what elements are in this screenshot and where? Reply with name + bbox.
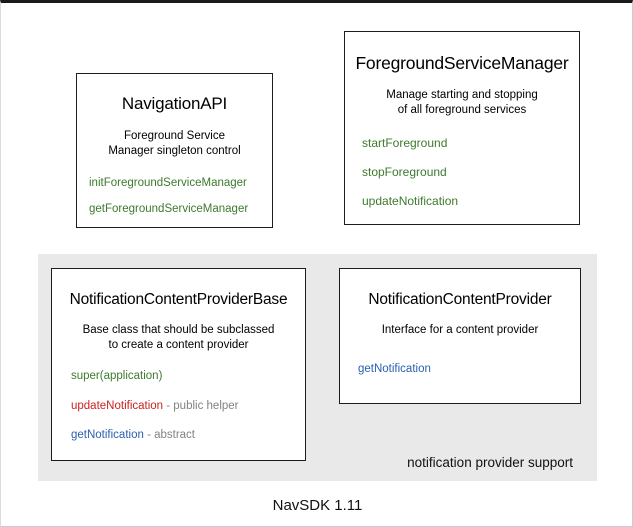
member-list: super(application) updateNotification - … — [52, 371, 305, 442]
class-description: Foreground Service Manager singleton con… — [77, 129, 272, 158]
member-name: startForeground — [362, 136, 448, 151]
member-name: initForegroundServiceManager — [89, 177, 247, 190]
class-description: Manage starting and stopping of all fore… — [345, 88, 579, 117]
class-description-line: Manager singleton control — [108, 144, 241, 157]
class-member: initForegroundServiceManager — [89, 178, 272, 190]
class-member: getForegroundServiceManager — [89, 202, 272, 216]
member-name: super(application) — [71, 370, 163, 383]
class-member: updateNotification — [362, 195, 579, 207]
class-box-foreground-service-manager[interactable]: ForegroundServiceManager Manage starting… — [344, 31, 580, 225]
class-member: startForeground — [362, 137, 579, 149]
class-title: NotificationContentProvider — [368, 291, 552, 308]
member-note: - public helper — [163, 399, 239, 412]
class-member: updateNotification - public helper — [71, 399, 305, 413]
class-description: Base class that should be subclassed to … — [52, 323, 305, 352]
class-box-navigation-api[interactable]: NavigationAPI Foreground Service Manager… — [76, 73, 273, 228]
class-description-line: of all foreground services — [397, 103, 527, 116]
class-title: NavigationAPI — [121, 94, 228, 113]
class-description-line: Base class that should be subclassed — [82, 324, 275, 336]
class-box-notification-content-provider[interactable]: NotificationContentProvider Interface fo… — [339, 268, 581, 404]
member-list: startForeground stopForeground updateNot… — [345, 137, 579, 207]
class-description: Interface for a content provider — [340, 323, 580, 338]
class-member: stopForeground — [362, 166, 579, 178]
class-box-notification-content-provider-base[interactable]: NotificationContentProviderBase Base cla… — [51, 268, 306, 461]
member-name: stopForeground — [362, 165, 447, 180]
member-name: getNotification — [358, 362, 431, 375]
class-member: getNotification — [358, 362, 580, 376]
member-list: getNotification — [340, 362, 580, 376]
class-description-line: Foreground Service — [124, 130, 225, 142]
class-member: getNotification - abstract — [71, 430, 305, 442]
class-description-line: to create a content provider — [108, 338, 249, 351]
member-name: getForegroundServiceManager — [89, 202, 249, 215]
member-name: getNotification — [71, 429, 144, 442]
class-description-line: Manage starting and stopping — [386, 89, 538, 101]
member-name: updateNotification — [362, 194, 459, 209]
member-note: - abstract — [143, 429, 196, 442]
class-title: ForegroundServiceManager — [355, 53, 569, 73]
panel-caption: notification provider support — [407, 455, 573, 470]
member-name: updateNotification — [71, 399, 164, 412]
class-description-line: Interface for a content provider — [381, 324, 539, 336]
member-list: initForegroundServiceManager getForegrou… — [77, 178, 272, 215]
class-title: NotificationContentProviderBase — [69, 291, 288, 308]
footer-caption: NavSDK 1.11 — [272, 497, 363, 514]
class-member: super(application) — [71, 371, 305, 383]
